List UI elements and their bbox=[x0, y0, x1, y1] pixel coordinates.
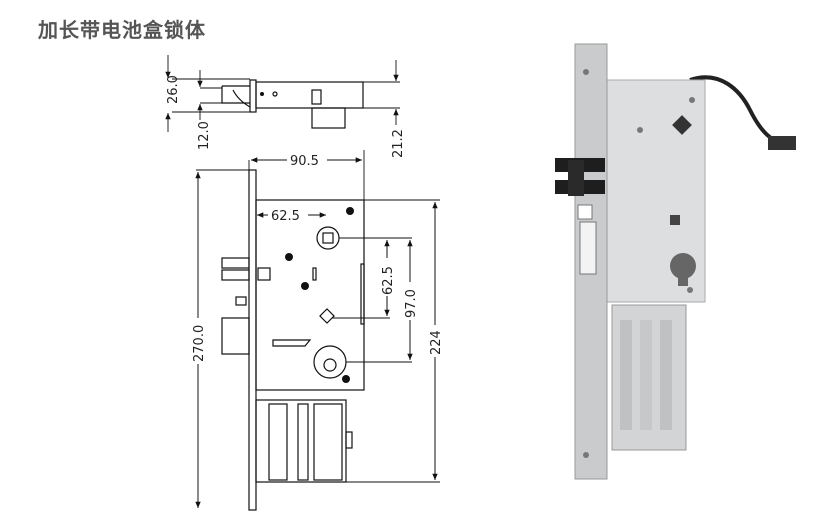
dim-270: 270.0 bbox=[192, 325, 207, 362]
lock-body-photo bbox=[555, 43, 796, 480]
dim-224: 224 bbox=[429, 330, 444, 355]
dim-12: 12.0 bbox=[197, 121, 212, 150]
page-title: 加长带电池盒锁体 bbox=[38, 20, 206, 42]
dim-21-2: 21.2 bbox=[391, 129, 406, 158]
dim-90-5: 90.5 bbox=[290, 154, 319, 169]
dim-62-5-v: 62.5 bbox=[381, 266, 396, 295]
front-view: 90.5 62.5 62.5 97.0 224 270.0 bbox=[191, 150, 444, 511]
dim-97: 97.0 bbox=[404, 289, 419, 318]
dim-26: 26.0 bbox=[166, 75, 181, 104]
top-view: 26.0 12.0 21.2 bbox=[165, 55, 406, 158]
dim-62-5-h: 62.5 bbox=[271, 209, 300, 224]
